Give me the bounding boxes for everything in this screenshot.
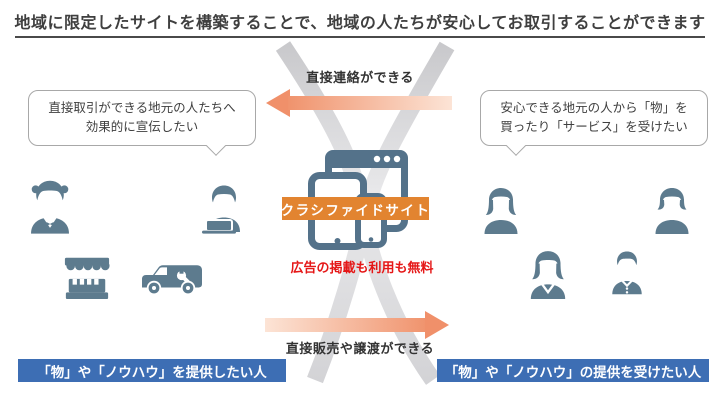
right-bubble-line2: 買ったり「サービス」を受けたい <box>500 120 688 134</box>
service-van-icon <box>140 262 204 300</box>
page-title: 地域に限定したサイトを構築することで、地域の人たちが安心してお取引することができ… <box>0 9 720 38</box>
left-pointing-arrow <box>266 89 452 117</box>
right-pointing-arrow <box>265 311 449 339</box>
woman-shawl-icon <box>527 249 569 299</box>
page-title-text: 地域に限定したサイトを構築することで、地域の人たちが安心してお取引することができ… <box>14 9 706 38</box>
left-bubble-line1: 直接取引ができる地元の人たちへ <box>48 100 236 115</box>
classified-site-banner: クラシファイドサイト <box>281 197 429 220</box>
bottom-arrow-label: 直接販売や譲渡ができる <box>285 341 435 356</box>
laptop-worker-icon <box>198 184 246 234</box>
arrow-bar <box>288 96 452 110</box>
provider-footer-bar: 「物」や「ノウハウ」を提供したい人 <box>18 359 286 382</box>
market-stall-icon <box>63 252 111 300</box>
arrowhead-left-icon <box>266 89 290 117</box>
top-arrow-label: 直接連絡ができる <box>306 70 414 85</box>
man-collar-icon <box>608 247 646 296</box>
woman-long-hair-icon <box>481 186 521 234</box>
right-speech-bubble: 安心できる地元の人から「物」を 買ったり「サービス」を受けたい <box>480 90 708 146</box>
arrowhead-right-icon <box>425 311 449 339</box>
right-bubble-line1: 安心できる地元の人から「物」を <box>500 100 688 115</box>
woman-bob-icon <box>652 186 692 234</box>
left-speech-bubble: 直接取引ができる地元の人たちへ 効果的に宣伝したい <box>28 90 256 146</box>
receiver-footer-bar: 「物」や「ノウハウ」の提供を受けたい人 <box>437 359 709 382</box>
free-note-text: 広告の掲載も利用も無料 <box>290 260 434 275</box>
shopkeeper-woman-icon <box>27 178 73 234</box>
arrow-bar <box>265 318 427 332</box>
left-bubble-line2: 効果的に宣伝したい <box>85 120 199 134</box>
